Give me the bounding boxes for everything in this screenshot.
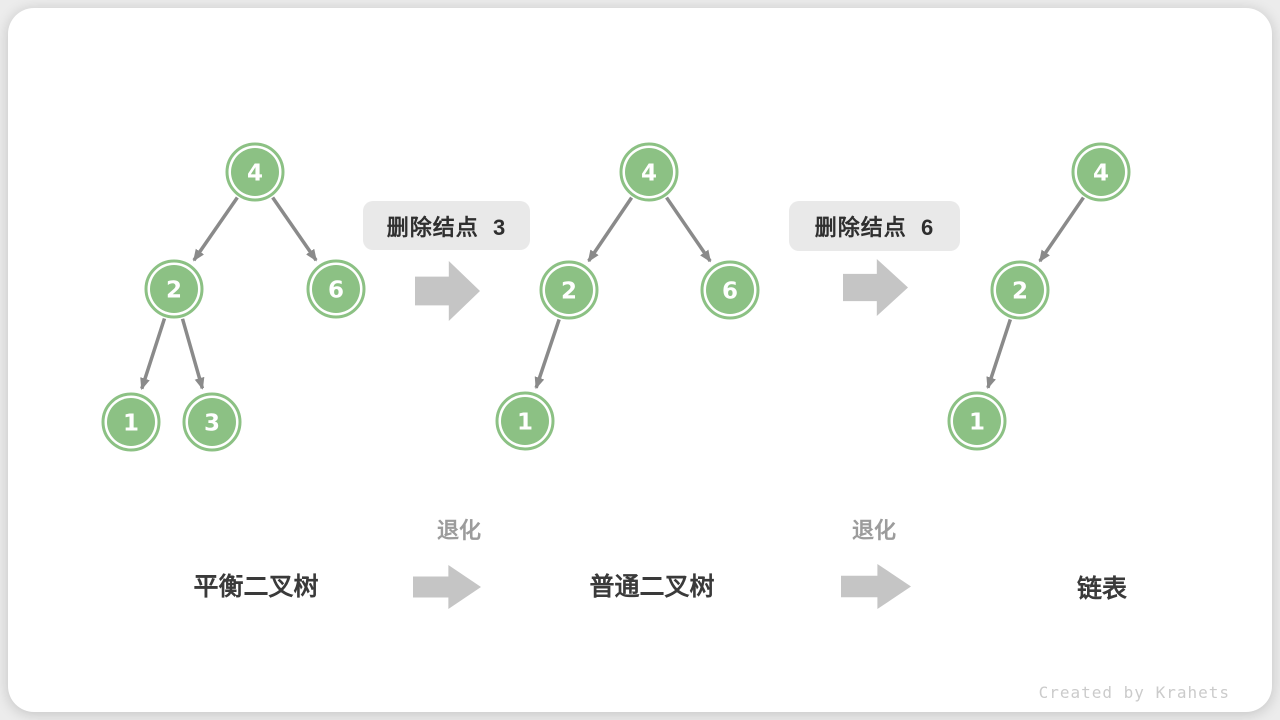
tree-node-value: 6 xyxy=(722,278,738,304)
degrade-label: 退化 xyxy=(851,518,897,543)
stage-label-ordinary-binary-tree: 普通二叉树 xyxy=(589,573,715,601)
tree-node xyxy=(107,398,155,446)
tree-node-value: 4 xyxy=(641,160,657,186)
degrade-label: 退化 xyxy=(436,518,482,543)
tree-node-value: 1 xyxy=(123,410,139,436)
delete-node-3-badge: 删除结点 3 xyxy=(363,201,530,250)
tree-edge-2-1 xyxy=(140,317,167,391)
tree-edge-4-6 xyxy=(665,196,712,263)
tree-node-value: 2 xyxy=(561,278,577,304)
tree-edge-2-1 xyxy=(534,318,561,390)
tree-edge-4-6 xyxy=(271,196,318,262)
tree-ordinary-binary-tree: 4 2 6 1 xyxy=(495,142,760,451)
tree-node-value: 4 xyxy=(1093,160,1109,186)
tree-node xyxy=(996,266,1044,314)
tree-node-value: 2 xyxy=(166,277,182,303)
tree-balanced-binary-tree: 4 2 6 1 3 xyxy=(101,142,366,452)
tree-node-value: 1 xyxy=(969,409,985,435)
tree-edge-2-3 xyxy=(180,318,205,390)
tree-node xyxy=(625,148,673,196)
tree-node xyxy=(231,148,279,196)
tree-node xyxy=(706,266,754,314)
tree-node-value: 1 xyxy=(517,409,533,435)
tree-node-value: 4 xyxy=(247,160,263,186)
tree-edge-2-1 xyxy=(986,318,1012,390)
tree-node xyxy=(150,265,198,313)
tree-edge-4-2 xyxy=(1038,196,1085,263)
tree-node xyxy=(501,397,549,445)
tree-linked-list: 4 2 1 xyxy=(947,142,1131,451)
tree-node-value: 6 xyxy=(328,277,344,303)
tree-node xyxy=(312,265,360,313)
stage-label-linked-list: 链表 xyxy=(1076,575,1128,603)
tree-node xyxy=(545,266,593,314)
trees-canvas: 4 2 6 1 3 4 2 6 1 4 2 1 xyxy=(101,142,1131,452)
tree-edge-4-2 xyxy=(587,196,634,263)
tree-edge-4-2 xyxy=(192,196,239,262)
delete-node-6-badge: 删除结点 6 xyxy=(789,201,960,251)
diagram-card: 4 2 6 1 3 4 2 6 1 4 2 1 删除结点 3 删除结点 6 退化 退化 平衡二叉树 普… xyxy=(8,8,1272,712)
stage-label-balanced-binary-tree: 平衡二叉树 xyxy=(193,573,319,601)
tree-node xyxy=(953,397,1001,445)
watermark: Created by Krahets xyxy=(1038,683,1230,702)
tree-node xyxy=(188,398,236,446)
tree-node xyxy=(1077,148,1125,196)
tree-node-value: 3 xyxy=(204,410,220,436)
tree-node-value: 2 xyxy=(1012,278,1028,304)
